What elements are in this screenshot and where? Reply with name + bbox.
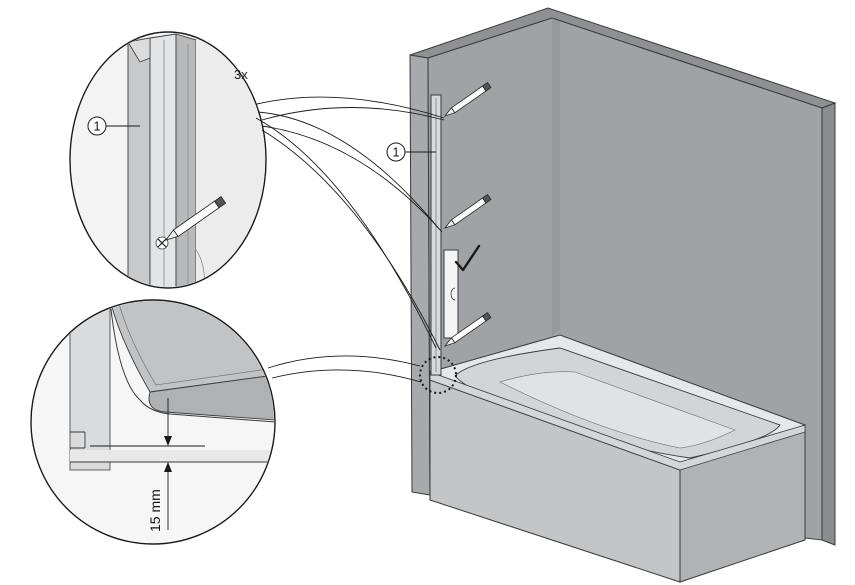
wall-profile xyxy=(430,94,442,376)
check-icon xyxy=(454,244,481,272)
wall-edge-face xyxy=(409,54,431,496)
pencil-icon xyxy=(443,312,492,347)
part-number-detail: 1 xyxy=(93,119,100,134)
part-callout-main: 1 xyxy=(386,142,436,162)
pencil-icon xyxy=(164,196,227,241)
cross-mark-icon xyxy=(155,236,169,250)
bathtub xyxy=(428,334,807,583)
part-number-main: 1 xyxy=(392,145,399,160)
pencil-icon xyxy=(443,82,492,117)
pencil-icon xyxy=(443,194,492,229)
gap-detail-view: 15 mm xyxy=(30,299,276,545)
wall-right-edge xyxy=(821,102,836,546)
repeat-count-label: 3x xyxy=(234,67,248,82)
leader-lines-upper xyxy=(255,96,445,351)
leader-lines-lower xyxy=(267,355,422,383)
wall-side-shade xyxy=(552,18,560,335)
gap-dimension-label: 15 mm xyxy=(147,489,163,532)
profile-detail-view: 1 3x xyxy=(69,31,267,289)
tub-basin-floor xyxy=(499,371,736,449)
detail-marker-circle xyxy=(419,356,457,394)
tub-rim-lip xyxy=(429,371,806,471)
